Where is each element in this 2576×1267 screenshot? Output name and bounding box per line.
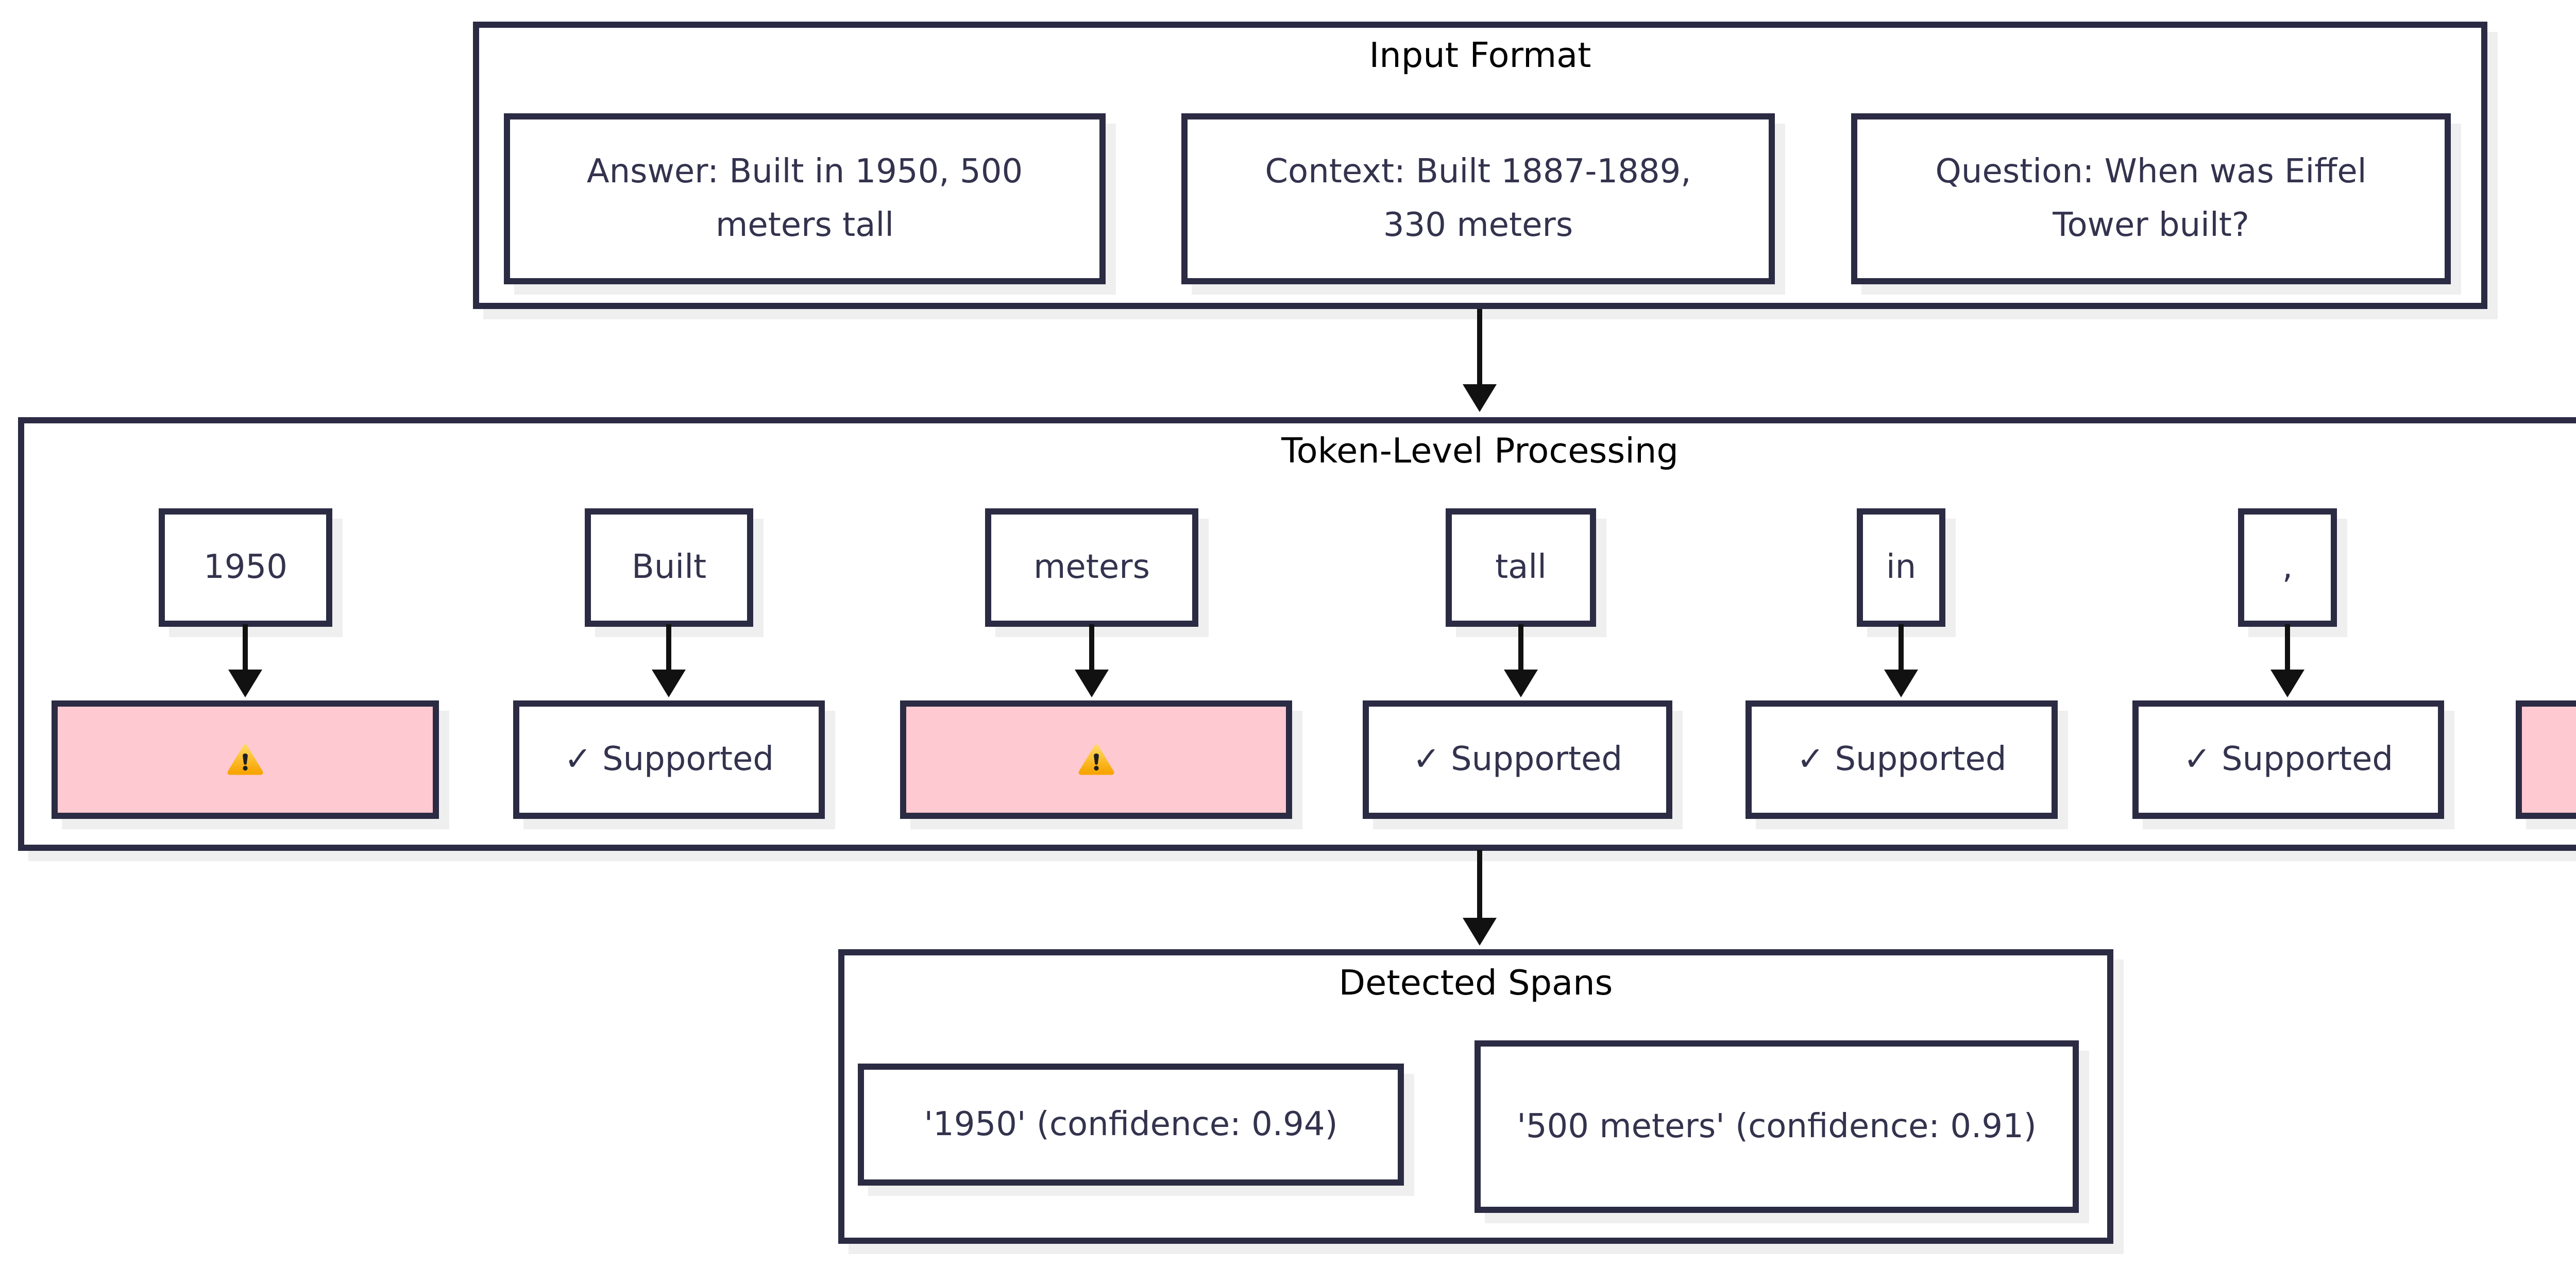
arrow-tokens-to-spans: [1462, 850, 1498, 946]
token-status-supported-in: ✓ Supported: [1745, 700, 2058, 819]
token-arrow: [227, 624, 263, 697]
arrow-shaft: [1899, 624, 1904, 674]
token-status-supported-tall: ✓ Supported: [1363, 700, 1672, 819]
arrow-input-to-tokens: [1462, 309, 1498, 412]
token-arrow: [1883, 624, 1919, 697]
token-status-warning-1950: [52, 700, 439, 819]
token-status-supported-built: ✓ Supported: [513, 700, 825, 819]
token-arrow: [1503, 624, 1539, 697]
arrow-head-icon: [1884, 670, 1918, 697]
arrow-head-icon: [1463, 384, 1497, 412]
arrow-head-icon: [1075, 670, 1109, 697]
token-arrow: [651, 624, 687, 697]
token-box-meters: meters: [985, 508, 1198, 627]
arrow-shaft: [1518, 624, 1523, 674]
arrow-shaft: [1089, 624, 1094, 674]
warning-icon: [1078, 744, 1114, 775]
context-node: Context: Built 1887-1889, 330 meters: [1181, 113, 1775, 284]
arrow-shaft: [2285, 624, 2290, 674]
token-processing-title: Token-Level Processing: [1281, 431, 1679, 471]
token-status-supported-comma: ✓ Supported: [2132, 700, 2444, 819]
token-arrow: [1074, 624, 1110, 697]
arrow-shaft: [1477, 850, 1482, 922]
arrow-head-icon: [2270, 670, 2304, 697]
token-arrow: [2269, 624, 2306, 697]
token-status-warning-500: [2516, 700, 2576, 819]
arrow-head-icon: [1463, 918, 1497, 946]
detected-span-1950: '1950' (confidence: 0.94): [858, 1064, 1404, 1186]
warning-icon: [227, 744, 263, 775]
arrow-head-icon: [228, 670, 262, 697]
token-status-warning-meters: [900, 700, 1292, 819]
arrow-head-icon: [652, 670, 686, 697]
token-box-in: in: [1857, 508, 1945, 627]
token-box-tall: tall: [1446, 508, 1596, 627]
detected-spans-title: Detected Spans: [1338, 963, 1613, 1003]
input-format-title: Input Format: [1369, 35, 1591, 75]
arrow-shaft: [666, 624, 671, 674]
arrow-head-icon: [1504, 670, 1538, 697]
arrow-shaft: [243, 624, 248, 674]
token-box-comma: ,: [2238, 508, 2337, 627]
token-box-1950: 1950: [159, 508, 332, 627]
arrow-shaft: [1477, 309, 1482, 388]
answer-node: Answer: Built in 1950, 500 meters tall: [504, 113, 1106, 284]
question-node: Question: When was Eiffel Tower built?: [1851, 113, 2451, 284]
detected-span-500-meters: '500 meters' (confidence: 0.91): [1475, 1040, 2079, 1213]
token-box-built: Built: [585, 508, 753, 627]
